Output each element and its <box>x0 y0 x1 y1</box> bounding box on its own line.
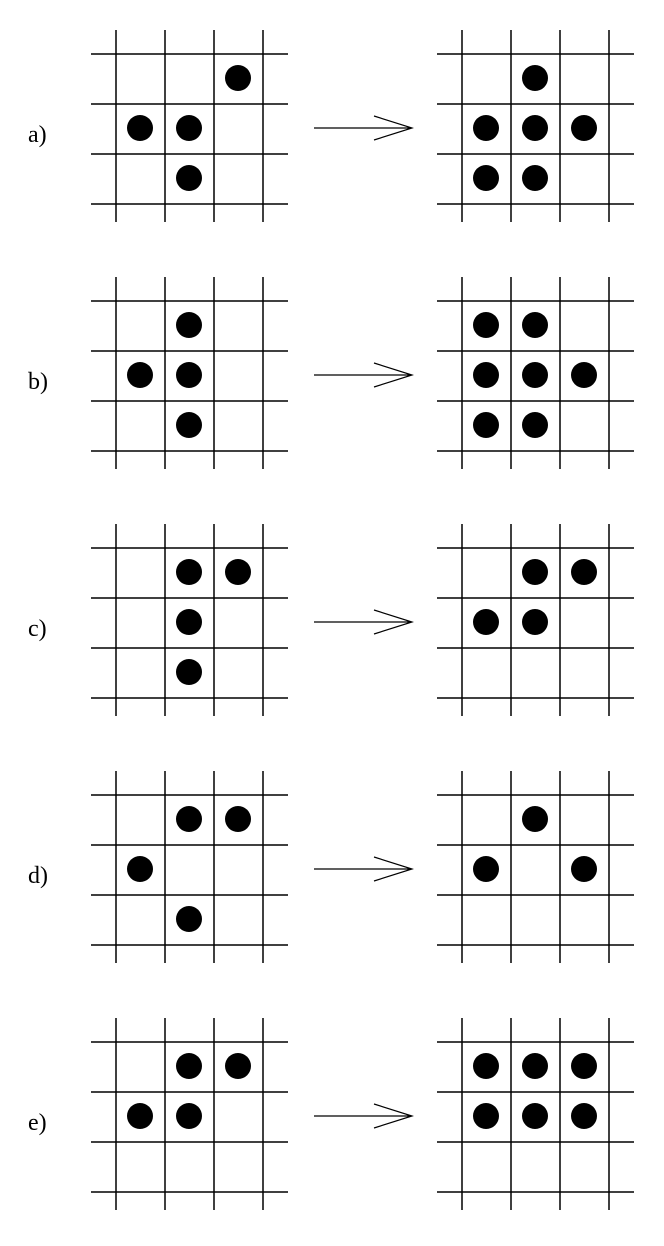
filled-cell-dot <box>176 312 202 338</box>
filled-cell-dot <box>473 1103 499 1129</box>
filled-cell-dot <box>522 806 548 832</box>
filled-cell-dot <box>473 312 499 338</box>
filled-cell-dot <box>473 115 499 141</box>
after-dots <box>473 559 597 635</box>
filled-cell-dot <box>522 65 548 91</box>
filled-cell-dot <box>571 856 597 882</box>
filled-cell-dot <box>225 65 251 91</box>
rule-label: c) <box>28 616 47 642</box>
filled-cell-dot <box>176 559 202 585</box>
rule-label: d) <box>28 863 48 889</box>
filled-cell-dot <box>176 1103 202 1129</box>
before-grid <box>91 277 288 469</box>
filled-cell-dot <box>522 165 548 191</box>
filled-cell-dot <box>522 115 548 141</box>
after-dots <box>473 312 597 438</box>
before-grid <box>91 1018 288 1210</box>
filled-cell-dot <box>176 165 202 191</box>
filled-cell-dot <box>522 559 548 585</box>
transition-arrow <box>314 609 414 635</box>
filled-cell-dot <box>522 1103 548 1129</box>
filled-cell-dot <box>127 856 153 882</box>
filled-cell-dot <box>176 906 202 932</box>
filled-cell-dot <box>522 609 548 635</box>
rule-row: c) <box>28 524 634 716</box>
filled-cell-dot <box>473 609 499 635</box>
filled-cell-dot <box>571 1103 597 1129</box>
rule-row: e) <box>28 1018 634 1210</box>
filled-cell-dot <box>176 659 202 685</box>
filled-cell-dot <box>473 362 499 388</box>
rule-label: e) <box>28 1110 47 1136</box>
after-dots <box>473 806 597 882</box>
filled-cell-dot <box>225 806 251 832</box>
rule-row: d) <box>28 771 634 963</box>
rule-label: b) <box>28 369 48 395</box>
transition-arrow <box>314 856 414 882</box>
filled-cell-dot <box>522 1053 548 1079</box>
before-grid <box>91 30 288 222</box>
filled-cell-dot <box>127 115 153 141</box>
filled-cell-dot <box>522 312 548 338</box>
rule-row: b) <box>28 277 634 469</box>
filled-cell-dot <box>127 1103 153 1129</box>
transition-arrow <box>314 362 414 388</box>
before-grid <box>91 771 288 963</box>
after-dots <box>473 65 597 191</box>
filled-cell-dot <box>571 559 597 585</box>
filled-cell-dot <box>176 115 202 141</box>
filled-cell-dot <box>176 362 202 388</box>
filled-cell-dot <box>473 412 499 438</box>
filled-cell-dot <box>127 362 153 388</box>
before-dots <box>127 312 202 438</box>
after-grid <box>437 771 634 963</box>
before-dots <box>176 559 251 685</box>
filled-cell-dot <box>176 412 202 438</box>
filled-cell-dot <box>225 1053 251 1079</box>
after-grid <box>437 277 634 469</box>
filled-cell-dot <box>176 609 202 635</box>
before-dots <box>127 65 251 191</box>
before-grid <box>91 524 288 716</box>
filled-cell-dot <box>571 362 597 388</box>
filled-cell-dot <box>522 412 548 438</box>
filled-cell-dot <box>176 806 202 832</box>
after-grid <box>437 30 634 222</box>
after-grid <box>437 524 634 716</box>
filled-cell-dot <box>225 559 251 585</box>
filled-cell-dot <box>473 1053 499 1079</box>
after-dots <box>473 1053 597 1129</box>
rule-label: a) <box>28 122 47 148</box>
after-grid <box>437 1018 634 1210</box>
filled-cell-dot <box>571 1053 597 1079</box>
filled-cell-dot <box>473 165 499 191</box>
before-dots <box>127 806 251 932</box>
rule-row: a) <box>28 30 634 222</box>
filled-cell-dot <box>176 1053 202 1079</box>
transition-arrow <box>314 1103 414 1129</box>
before-dots <box>127 1053 251 1129</box>
filled-cell-dot <box>571 115 597 141</box>
transition-arrow <box>314 115 414 141</box>
filled-cell-dot <box>522 362 548 388</box>
filled-cell-dot <box>473 856 499 882</box>
